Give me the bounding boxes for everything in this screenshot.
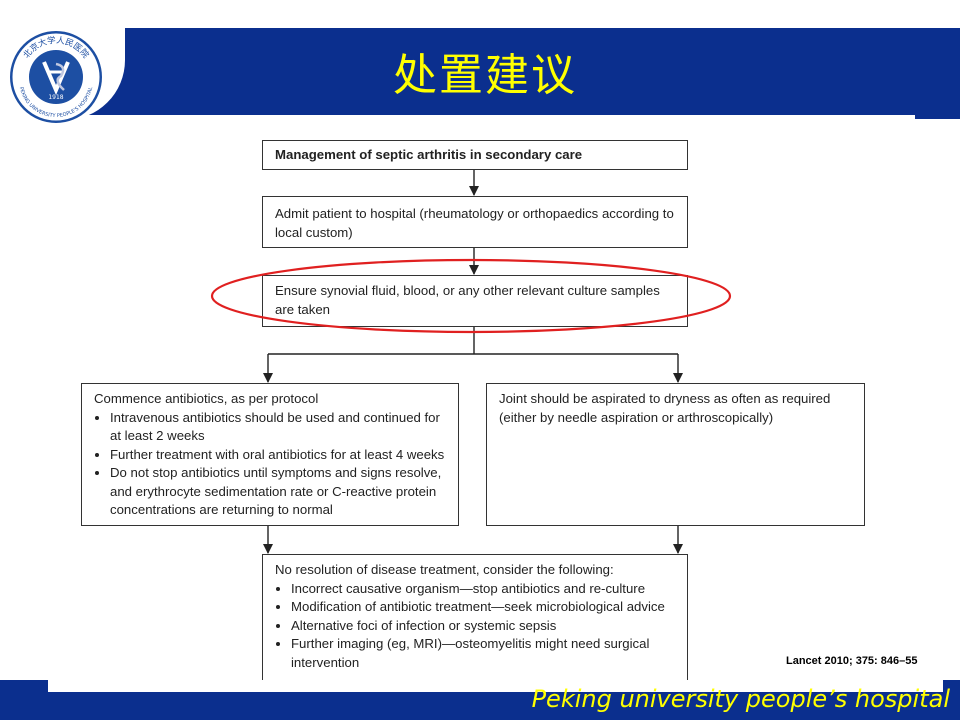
list-item: Intravenous antibiotics should be used a…	[110, 409, 446, 446]
page-title: 处置建议	[393, 50, 577, 101]
hospital-seal-icon: 北京大学人民医院 PEKING UNIVERSITY PEOPLE'S HOSP…	[9, 30, 103, 124]
no-resolution-list: Incorrect causative organism—stop antibi…	[275, 580, 675, 673]
flow-box-admit-text: Admit patient to hospital (rheumatology …	[275, 206, 674, 240]
list-item: Do not stop antibiotics until symptoms a…	[110, 464, 446, 520]
flow-box-culture-text: Ensure synovial fluid, blood, or any oth…	[275, 283, 660, 317]
antibiotics-list: Intravenous antibiotics should be used a…	[94, 409, 446, 520]
flow-box-aspiration: Joint should be aspirated to dryness as …	[486, 383, 865, 526]
header-tab	[915, 110, 960, 119]
list-item: Modification of antibiotic treatment—see…	[291, 598, 675, 617]
antibiotics-lead: Commence antibiotics, as per protocol	[94, 391, 319, 406]
header-band	[0, 28, 960, 115]
logo-year: 1918	[48, 94, 63, 101]
footer-notch	[48, 680, 943, 692]
list-item: Alternative foci of infection or systemi…	[291, 617, 675, 636]
flow-box-management-text: Management of septic arthritis in second…	[275, 147, 583, 162]
citation: Lancet 2010; 375: 846–55	[786, 655, 918, 667]
flow-box-admit: Admit patient to hospital (rheumatology …	[262, 196, 688, 248]
flow-box-management: Management of septic arthritis in second…	[262, 140, 688, 170]
footer-hospital-name: Peking university people’s hospital	[531, 685, 950, 713]
no-resolution-lead: No resolution of disease treatment, cons…	[275, 562, 614, 577]
flow-box-no-resolution: No resolution of disease treatment, cons…	[262, 554, 688, 682]
list-item: Further treatment with oral antibiotics …	[110, 446, 446, 465]
list-item: Further imaging (eg, MRI)—osteomyelitis …	[291, 635, 675, 672]
flow-box-aspiration-text: Joint should be aspirated to dryness as …	[499, 391, 831, 425]
flow-box-culture: Ensure synovial fluid, blood, or any oth…	[262, 275, 688, 327]
list-item: Incorrect causative organism—stop antibi…	[291, 580, 675, 599]
flow-box-antibiotics: Commence antibiotics, as per protocol In…	[81, 383, 459, 526]
